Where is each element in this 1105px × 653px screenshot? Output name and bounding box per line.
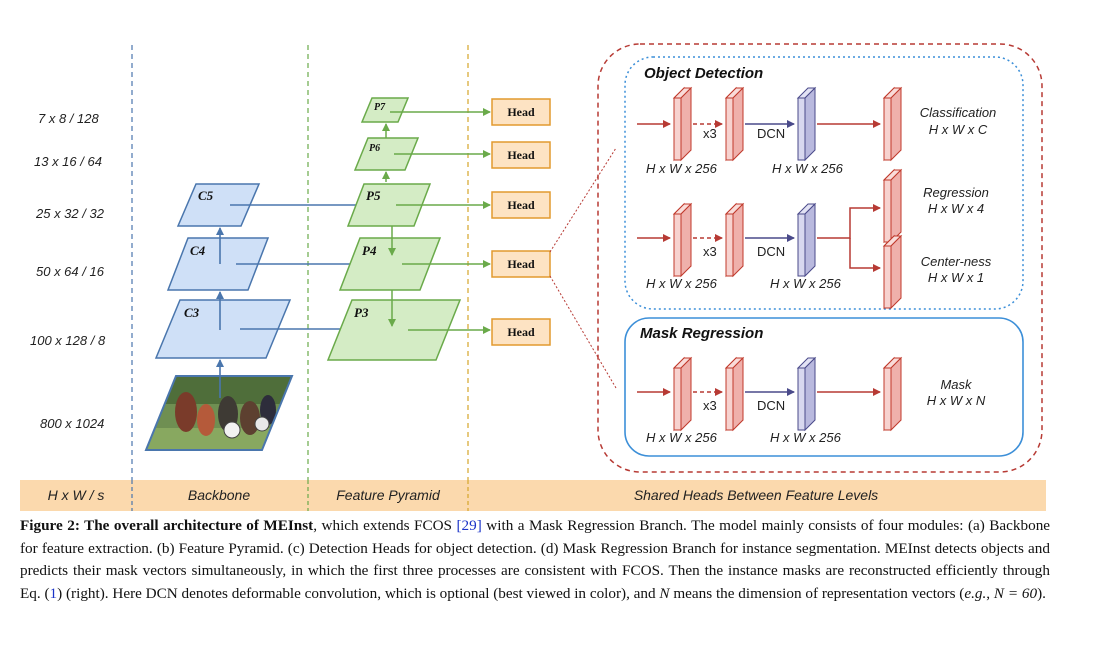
od-reg-conv-1: [673, 203, 692, 277]
od-classification-dim: H x W x C: [929, 122, 988, 137]
mr-dim-label: H x W x 256: [770, 430, 842, 445]
od-dim-label: H x W x 256: [646, 276, 718, 291]
mr-dcn-block: [797, 357, 816, 431]
od-regression-dim: H x W x 4: [928, 201, 984, 216]
mask-regression-title: Mask Regression: [640, 325, 763, 342]
head-label: Head: [507, 257, 535, 271]
od-centerness-label: Center-ness: [921, 254, 992, 269]
backbone-c4-label: C4: [190, 243, 206, 258]
pyramid-p6: [353, 137, 420, 171]
bar-label-pyramid: Feature Pyramid: [336, 487, 441, 503]
mr-dcn-label: DCN: [757, 398, 785, 413]
bar-label-heads: Shared Heads Between Feature Levels: [634, 487, 878, 503]
caption-text: with a Mask Regression Branch. The model…: [20, 517, 1051, 602]
mr-conv-2: [725, 357, 744, 431]
head-box-p5: Head: [491, 191, 551, 219]
pyramid-p4-label: P4: [362, 243, 377, 258]
od-centerness-output-block: [883, 235, 902, 309]
od-cls-repeat-label: x3: [703, 126, 717, 141]
mr-repeat-label: x3: [703, 398, 717, 413]
backbone-c3: [154, 299, 292, 359]
scale-label: 50 x 64 / 16: [36, 264, 105, 279]
scale-label: 7 x 8 / 128: [38, 111, 99, 126]
backbone-c4: [166, 237, 270, 291]
head-box-p6: Head: [491, 141, 551, 169]
caption-n-equation: N = 60: [993, 584, 1038, 602]
od-centerness-branch-arrow: [849, 238, 881, 272]
pyramid-p6-label: P6: [369, 143, 380, 154]
pyramid-p7: [360, 97, 410, 123]
head-label: Head: [507, 105, 535, 119]
od-dim-label: H x W x 256: [772, 161, 844, 176]
bottom-bar: [20, 480, 1046, 511]
od-reg-dcn-block: [797, 203, 816, 277]
caption-n-symbol: N: [659, 584, 670, 602]
head-box-p4: Head: [491, 250, 551, 278]
shared-heads-container: [597, 43, 1043, 473]
mr-mask-label: Mask: [940, 377, 973, 392]
head-label: Head: [507, 198, 535, 212]
od-reg-dcn-label: DCN: [757, 244, 785, 259]
od-regression-label: Regression: [923, 185, 989, 200]
mask-regression-panel: [624, 317, 1024, 457]
caption-title: The overall architecture of MEInst: [79, 517, 314, 534]
scale-label: 800 x 1024: [40, 416, 104, 431]
object-detection-title: Object Detection: [644, 65, 763, 82]
pyramid-p7-label: P7: [374, 102, 386, 113]
zoom-connector-top: [549, 147, 617, 253]
pyramid-p5: [346, 183, 432, 227]
object-detection-panel: [624, 56, 1024, 310]
bar-label-backbone: Backbone: [188, 487, 250, 503]
backbone-c5: [176, 183, 261, 227]
head-box-p3: Head: [491, 318, 551, 346]
caption-text: ) (right). Here DCN denotes deformable c…: [57, 584, 660, 602]
head-box-p7: Head: [491, 98, 551, 126]
mr-conv-1: [673, 357, 692, 431]
od-dim-label: H x W x 256: [646, 161, 718, 176]
mr-mask-dim: H x W x N: [927, 393, 986, 408]
caption-text: , which extends FCOS: [313, 517, 457, 534]
zoom-connector-bottom: [549, 275, 617, 389]
pyramid-p5-label: P5: [366, 188, 381, 203]
od-regression-output-block: [883, 169, 902, 243]
scale-label: 100 x 128 / 8: [30, 333, 106, 348]
scale-label: 25 x 32 / 32: [35, 206, 105, 221]
od-classification-label: Classification: [920, 105, 997, 120]
caption-citation[interactable]: [29]: [456, 517, 482, 534]
pyramid-p3: [326, 299, 462, 361]
od-cls-output-block: [883, 87, 902, 161]
input-image: [144, 375, 294, 451]
od-cls-conv-2: [725, 87, 744, 161]
head-label: Head: [507, 148, 535, 162]
caption-text: ,: [986, 584, 994, 602]
scale-label: 13 x 16 / 64: [34, 154, 102, 169]
od-reg-conv-2: [725, 203, 744, 277]
caption-eq-ref[interactable]: 1: [49, 584, 58, 602]
caption-text: ).: [1037, 584, 1046, 602]
caption-figure-label: Figure 2:: [20, 517, 80, 534]
figure-caption: Figure 2: The overall architecture of ME…: [20, 515, 1050, 605]
od-reg-repeat-label: x3: [703, 244, 717, 259]
od-dim-label: H x W x 256: [770, 276, 842, 291]
od-cls-dcn-label: DCN: [757, 126, 785, 141]
caption-text: means the dimension of representation ve…: [669, 584, 965, 602]
od-centerness-dim: H x W x 1: [928, 270, 984, 285]
mr-output-block: [883, 357, 902, 431]
pyramid-p4: [338, 237, 442, 291]
pyramid-p3-label: P3: [354, 305, 369, 320]
head-label: Head: [507, 325, 535, 339]
caption-eg: e.g.: [964, 584, 987, 602]
od-regression-branch-arrow: [817, 204, 881, 239]
backbone-c3-label: C3: [184, 305, 200, 320]
od-cls-dcn-block: [797, 87, 816, 161]
mr-dim-label: H x W x 256: [646, 430, 718, 445]
bar-label-scale: H x W / s: [48, 487, 105, 503]
backbone-c5-label: C5: [198, 188, 214, 203]
od-cls-conv-1: [673, 87, 692, 161]
